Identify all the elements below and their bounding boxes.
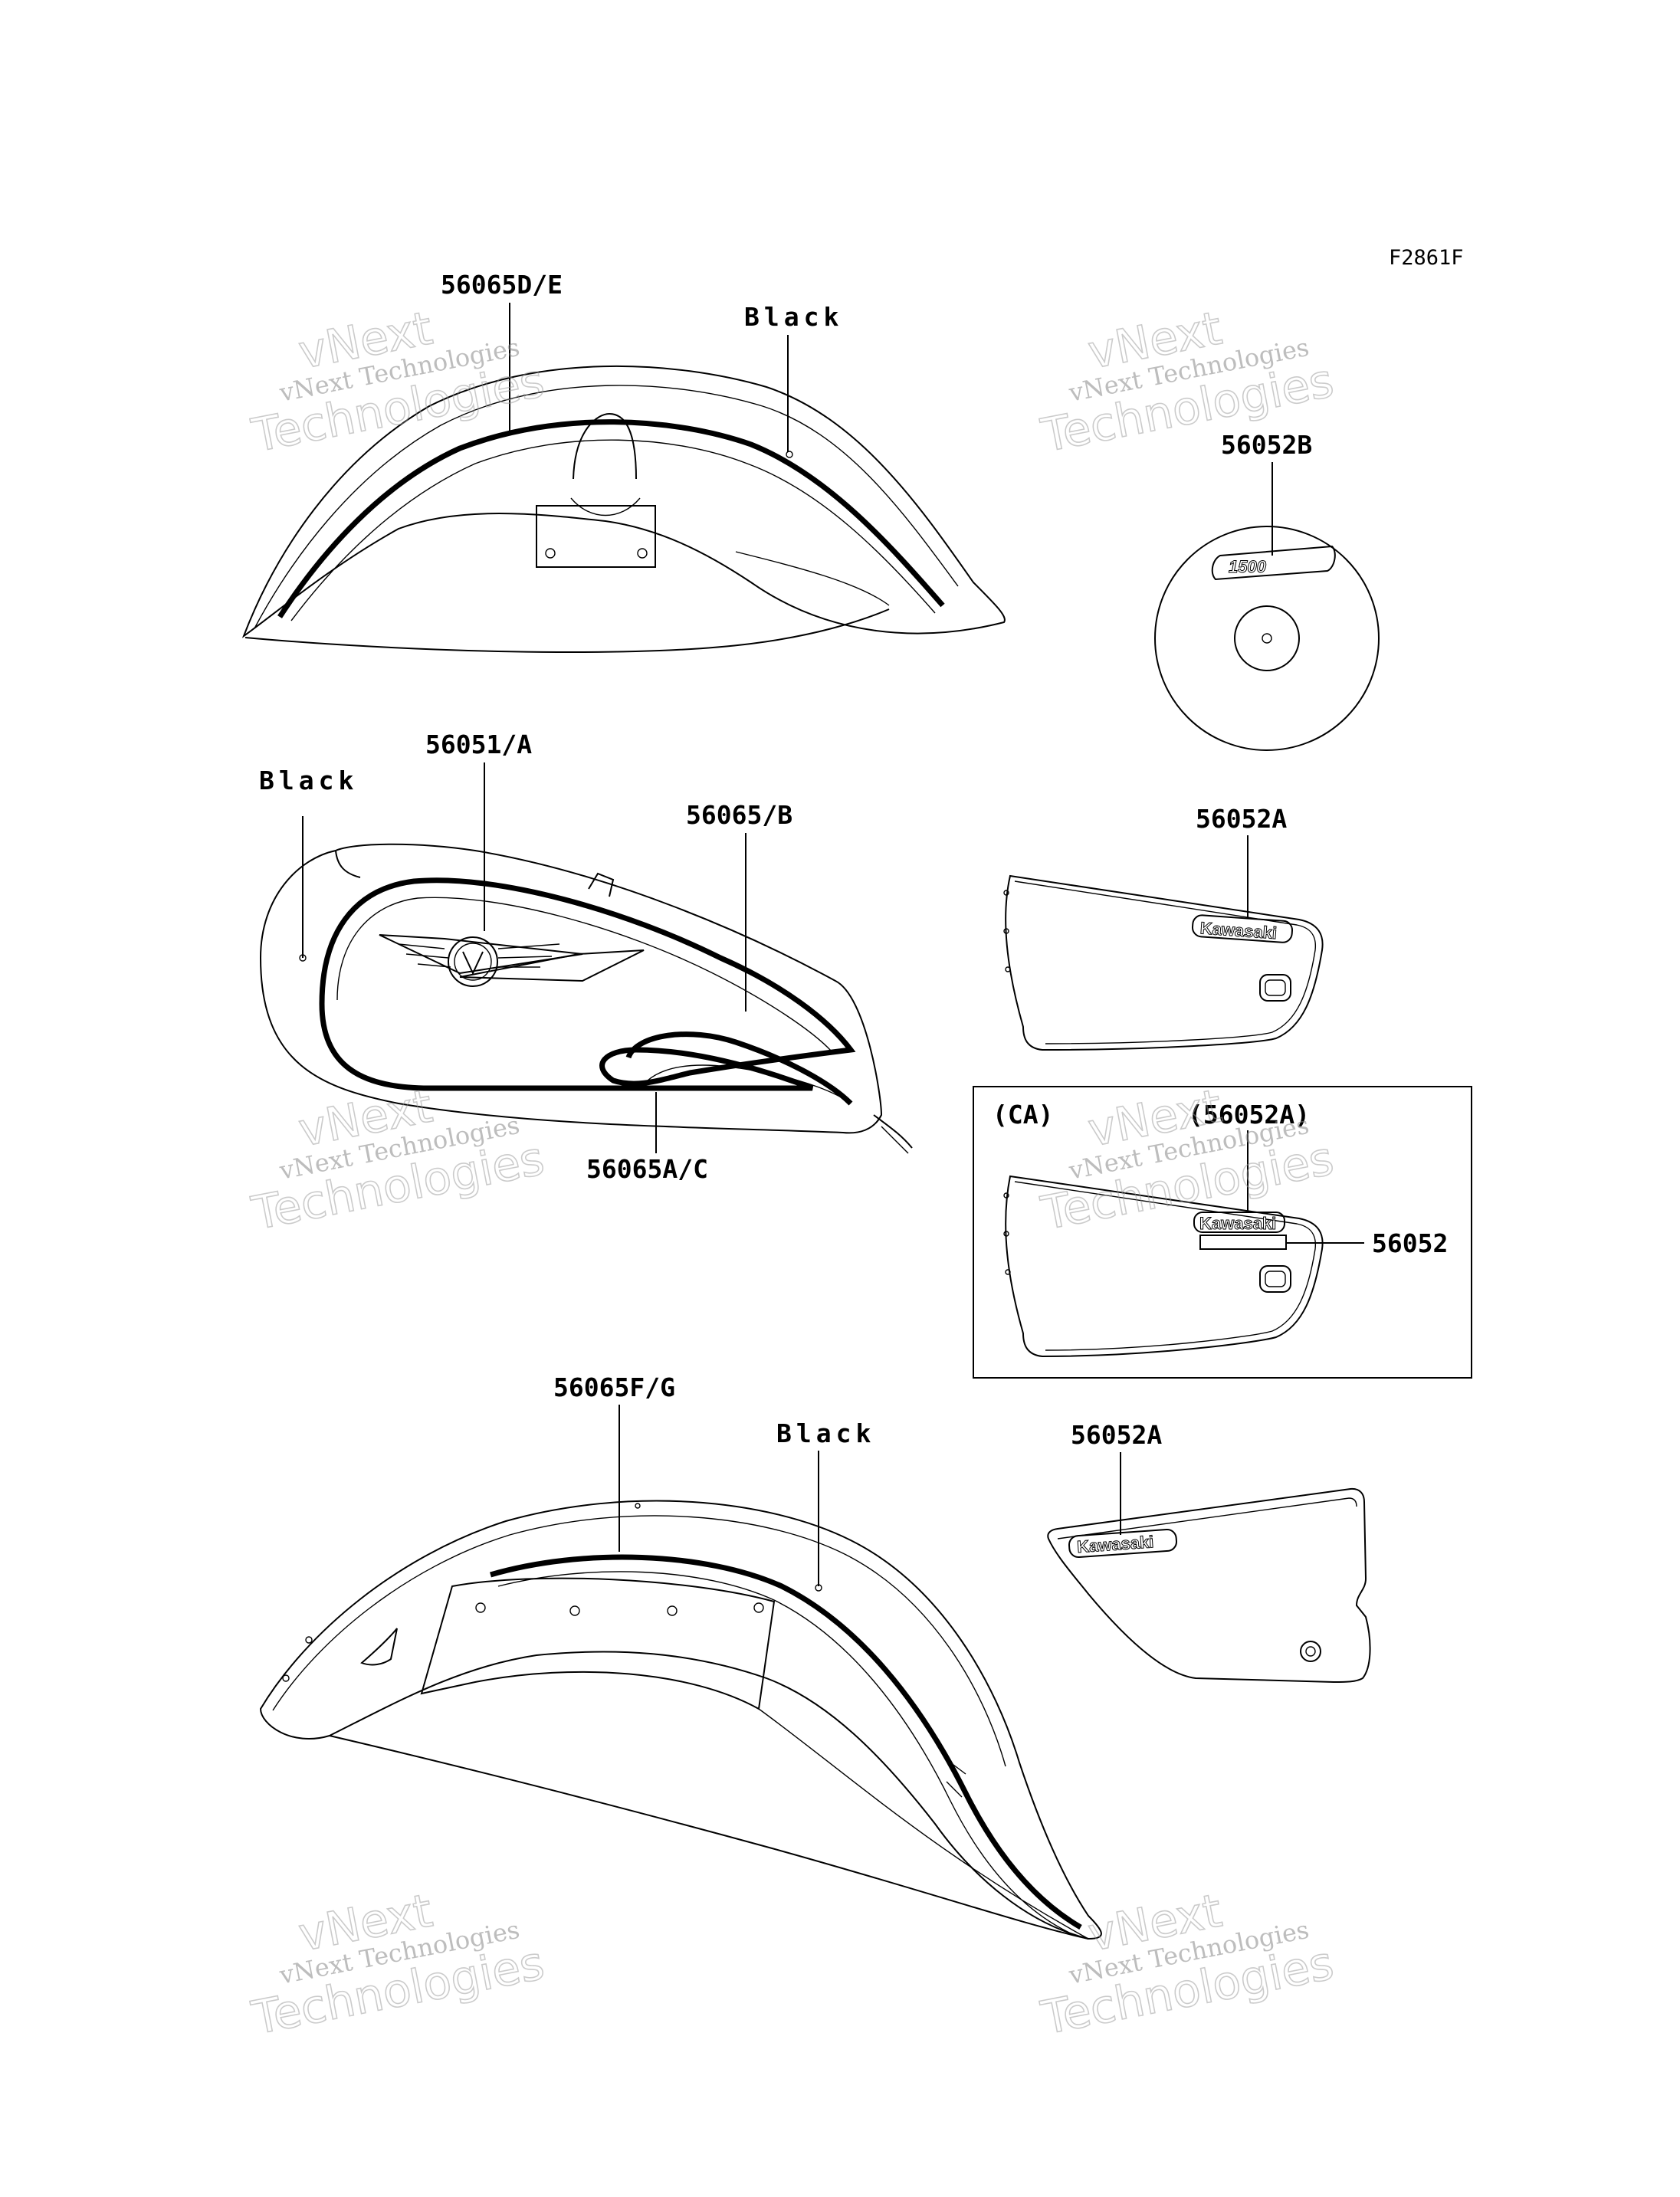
fuel-tank [259, 843, 913, 1154]
label-black-rear: Black [776, 1418, 875, 1448]
ca-box [973, 1086, 1472, 1379]
figure-code: F2861F [1389, 246, 1464, 270]
label-black-tank: Black [259, 766, 358, 795]
label-56065b: 56065/B [686, 800, 792, 830]
label-black-front: Black [744, 302, 843, 332]
decal-kawasaki-top: Kawasaki [1199, 918, 1278, 943]
watermark-6: vNext vNext Technologies Technologies [1036, 1884, 1338, 2046]
label-56052b: 56052B [1221, 430, 1312, 460]
watermark-5: vNext vNext Technologies Technologies [247, 1884, 549, 2046]
v-wing-emblem [379, 934, 645, 987]
label-56065ac: 56065A/C [586, 1154, 708, 1184]
watermark-group: vNext vNext Technologies Technologies vN… [247, 301, 1338, 2046]
side-cover-bottom: Kawasaki [1047, 1487, 1371, 1684]
front-fender [241, 365, 1006, 654]
decal-kawasaki-ca: Kawasaki [1199, 1214, 1276, 1233]
label-56052a-top: 56052A [1196, 804, 1287, 834]
rear-fender [259, 1500, 1102, 1940]
label-ca: (CA) [993, 1100, 1053, 1130]
round-cover: 1500 [1154, 526, 1380, 751]
label-56065fg: 56065F/G [553, 1372, 675, 1402]
label-56052: 56052 [1372, 1228, 1448, 1258]
decal-1500: 1500 [1229, 557, 1267, 576]
label-56065de: 56065D/E [441, 270, 563, 300]
side-cover-ca: Kawasaki KLEEN [1003, 1175, 1324, 1358]
side-cover-top: Kawasaki [1003, 874, 1324, 1051]
label-56051a: 56051/A [425, 730, 532, 759]
decal-kleen: KLEEN [1217, 1235, 1279, 1251]
label-56052a-bottom: 56052A [1071, 1420, 1162, 1450]
label-ca-56052a: (56052A) [1188, 1100, 1310, 1130]
